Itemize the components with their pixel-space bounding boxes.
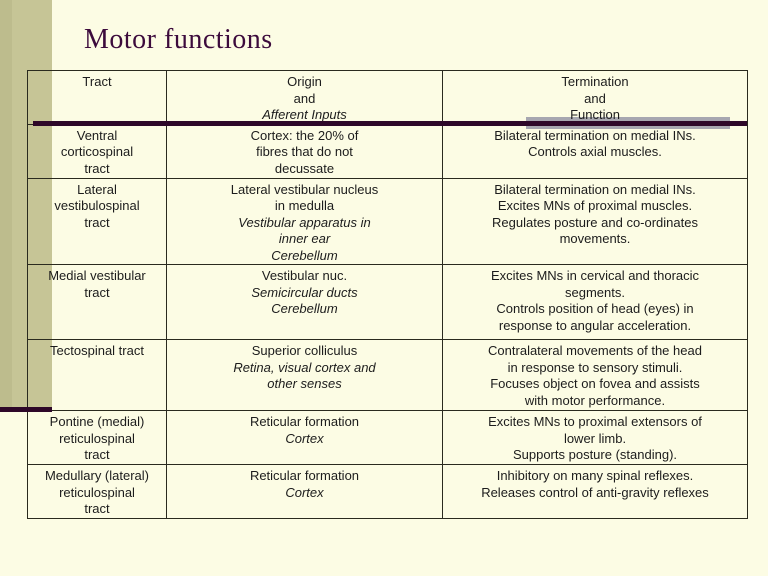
cell-line: Function <box>570 107 620 122</box>
cell-termination: Bilateral termination on medial INs.Exci… <box>442 177 748 265</box>
cell-termination: Bilateral termination on medial INs.Cont… <box>442 123 748 179</box>
cell-line: lower limb. <box>563 430 627 446</box>
cell-line: Excites MNs to proximal extensors of <box>488 414 702 429</box>
cell-line: tract <box>84 214 110 230</box>
cell-line: Ventral <box>76 127 118 143</box>
cell-line: Supports posture (standing). <box>512 447 678 462</box>
cell-line-italic: Cortex <box>285 484 324 500</box>
cell-line-italic: other senses <box>267 376 342 391</box>
cell-line: reticulospinal <box>59 430 135 446</box>
cell-line: tract <box>84 501 110 516</box>
cell-line-italic: Semicircular ducts <box>251 284 358 300</box>
cell-line: Vestibular nuc. <box>261 268 348 283</box>
cell-line: segments. <box>565 284 625 300</box>
cell-line: Superior colliculus <box>251 343 358 358</box>
cell-line: Releases control of anti-gravity reflexe… <box>481 484 709 500</box>
cell-line-italic: Afferent Inputs <box>262 107 347 122</box>
cell-line: tract <box>84 447 110 462</box>
cell-line: in medulla <box>274 198 335 213</box>
cell-line: response to angular acceleration. <box>498 317 692 333</box>
cell-line: Lateral vestibular nucleus <box>230 181 379 197</box>
cell-line: and <box>293 90 316 106</box>
cell-tract: Tectospinal tract <box>27 339 167 411</box>
cell-line: Excites MNs of proximal muscles. <box>497 198 693 213</box>
cell-line: Controls position of head (eyes) in <box>496 301 694 316</box>
cell-line: Tract <box>82 74 112 89</box>
cell-line: Inhibitory on many spinal reflexes. <box>496 468 694 483</box>
cell-line: Medullary (lateral) <box>44 468 150 483</box>
cell-line: Excites MNs in cervical and thoracic <box>490 268 700 283</box>
cell-line-italic: Vestibular apparatus in <box>238 214 371 230</box>
cell-line-italic: Cerebellum <box>271 247 338 263</box>
cell-line: Controls axial muscles. <box>528 144 662 159</box>
cell-line: Origin <box>287 74 322 89</box>
cell-line: Pontine (medial) <box>49 414 145 429</box>
cell-line: Focuses object on fovea and assists <box>490 376 700 391</box>
cell-line: Bilateral termination on medial INs. <box>494 181 696 197</box>
cell-line: tract <box>84 284 110 300</box>
cell-line: tract <box>84 160 110 176</box>
slide-title: Motor functions <box>84 24 273 55</box>
header-divider-line <box>33 121 747 126</box>
sidebar-accent-edge <box>0 0 12 407</box>
cell-line: fibres that do not <box>256 144 353 159</box>
cell-line: in response to sensory stimuli. <box>507 359 683 375</box>
cell-line: Cortex: the 20% of <box>250 127 359 143</box>
cell-line: with motor performance. <box>524 392 666 408</box>
cell-line: Tectospinal tract <box>50 343 144 358</box>
cell-line: Lateral <box>77 181 117 197</box>
cell-line: Termination <box>561 74 629 89</box>
cell-line: Reticular formation <box>249 414 360 429</box>
cell-line: vestibulospinal <box>54 198 140 213</box>
cell-line: corticospinal <box>60 144 134 159</box>
cell-line: Bilateral termination on medial INs. <box>494 127 696 143</box>
cell-line: Reticular formation <box>249 468 360 483</box>
cell-line: movements. <box>559 231 631 246</box>
cell-line: Regulates posture and co-ordinates <box>492 214 698 230</box>
cell-line: and <box>584 90 606 106</box>
cell-termination: Inhibitory on many spinal reflexes.Relea… <box>442 464 748 519</box>
cell-line: Contralateral movements of the head <box>488 343 702 358</box>
header-cell-tract: Tract <box>27 70 167 125</box>
cell-line-italic: Cerebellum <box>271 301 338 316</box>
cell-line-italic: Retina, visual cortex and <box>233 359 376 375</box>
cell-line: reticulospinal <box>59 484 135 500</box>
cell-line: decussate <box>274 160 335 176</box>
sidebar-accent-underline <box>0 407 52 412</box>
cell-line: Medial vestibular <box>48 268 146 283</box>
cell-line-italic: inner ear <box>278 231 331 246</box>
cell-line-italic: Cortex <box>285 430 324 446</box>
